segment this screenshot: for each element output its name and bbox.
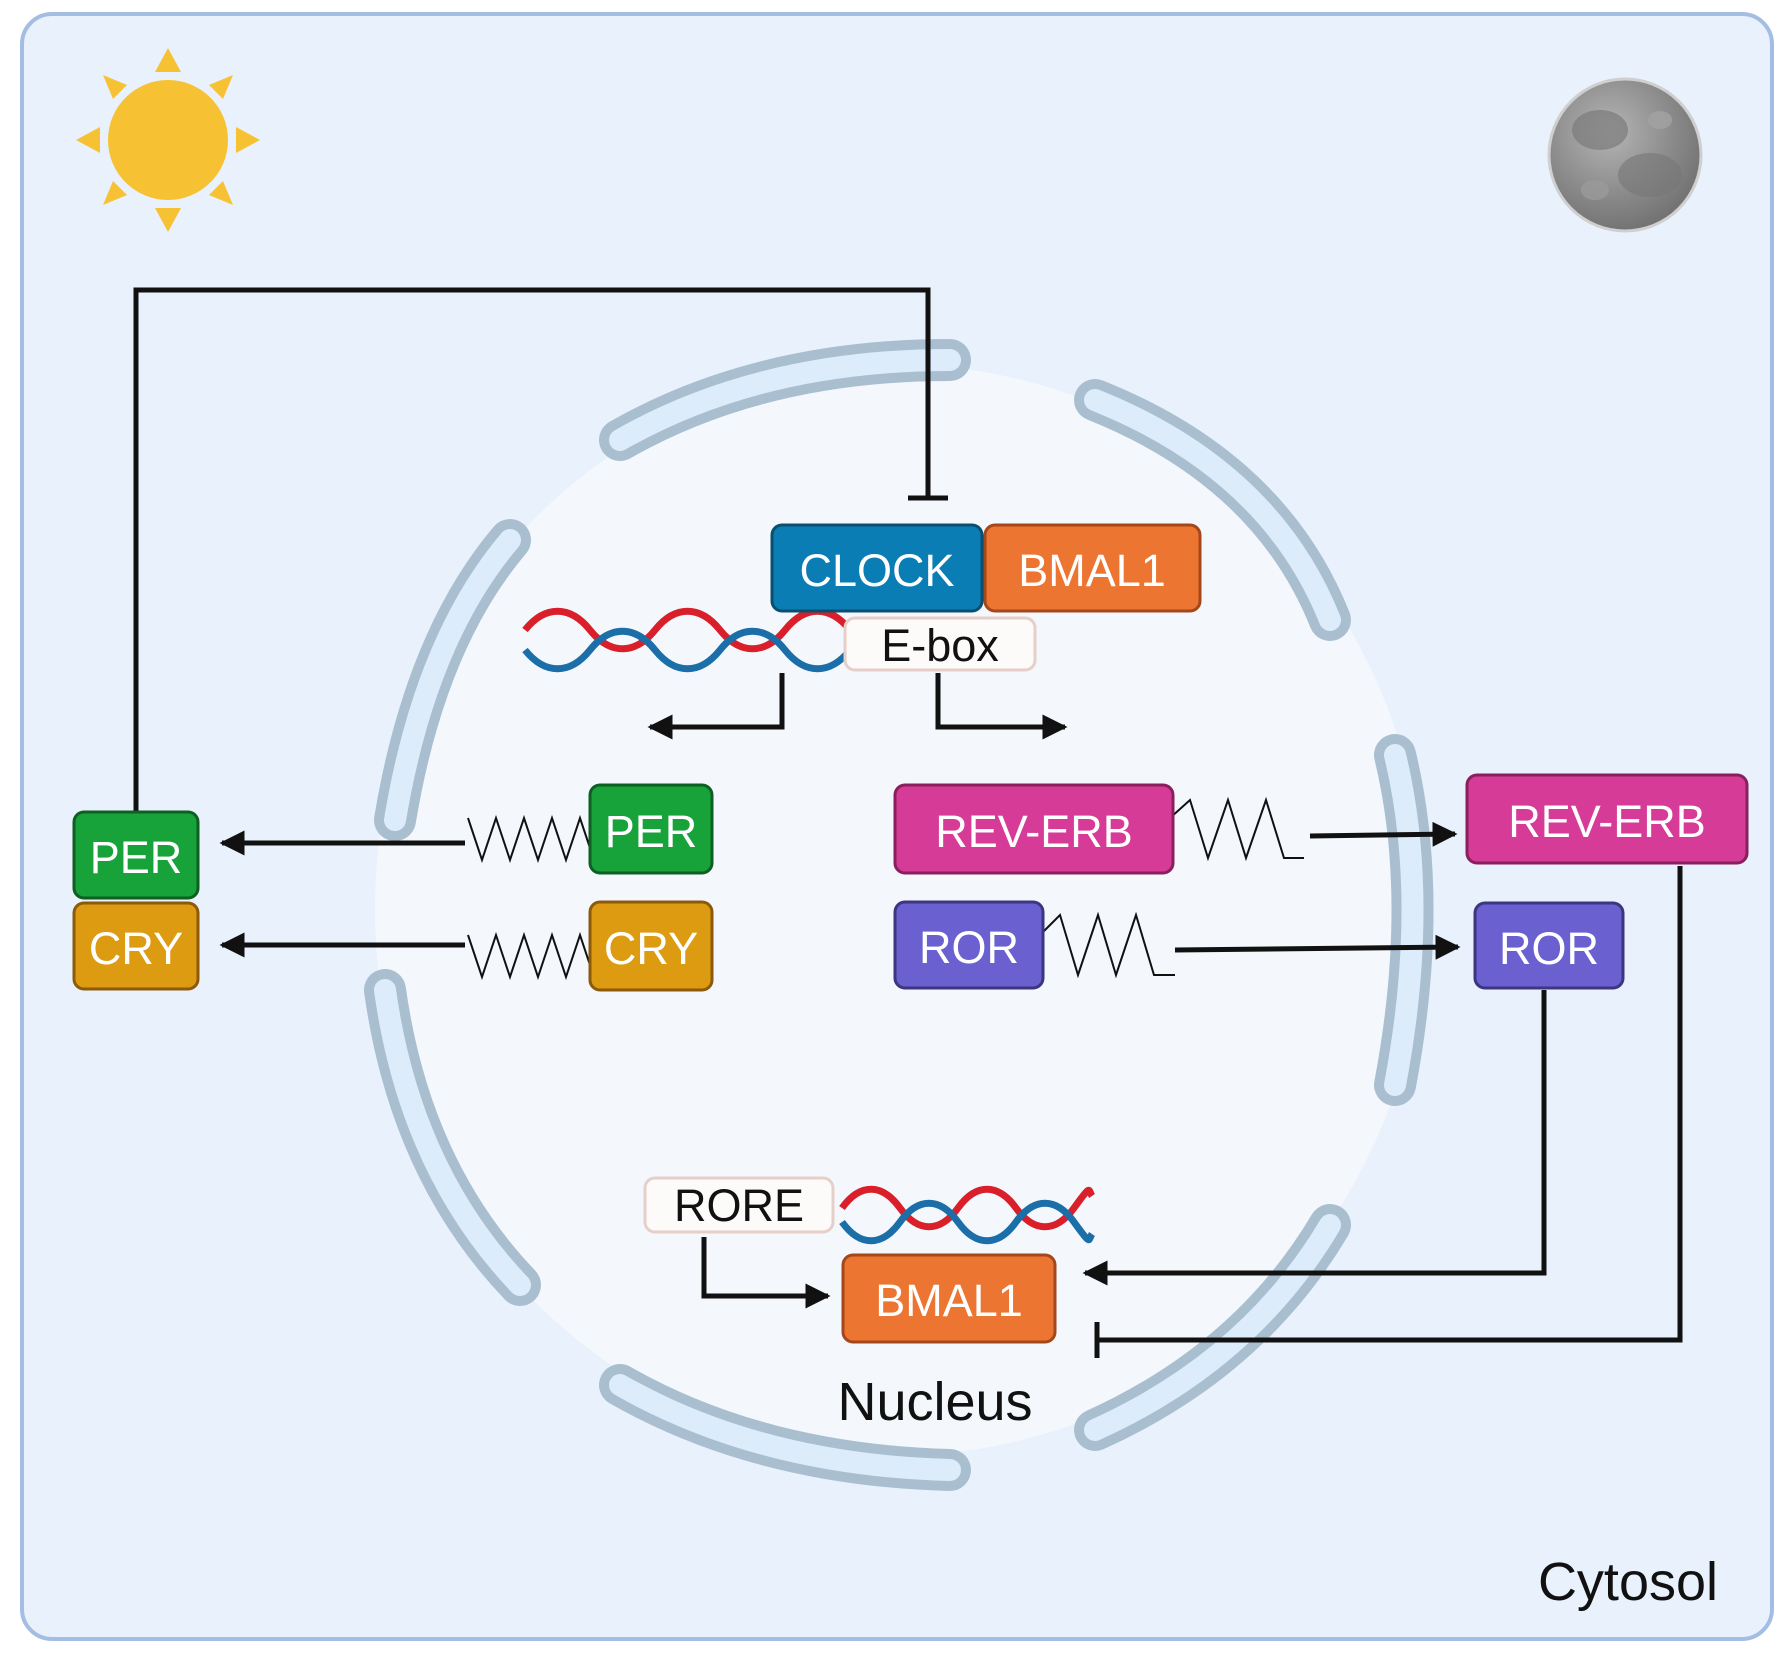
- per-cry-inhibition-line: [133, 287, 948, 812]
- reverb-protein-outer: [1465, 773, 1749, 865]
- per-label-outer: PER: [90, 832, 183, 883]
- per-protein-outer: [72, 810, 200, 900]
- ebox-label: E-box: [881, 620, 999, 671]
- ror-protein-inner: [893, 900, 1045, 990]
- moon-icon: [1547, 77, 1703, 233]
- nuclear-membrane: [364, 339, 1434, 1491]
- bmal1-protein-top: [983, 523, 1202, 613]
- per-protein-inner: [588, 783, 714, 875]
- reverb-label-outer: REV-ERB: [1508, 796, 1706, 847]
- reverb-inhibition-line: [1094, 866, 1683, 1358]
- bmal1-label-bottom: BMAL1: [875, 1275, 1023, 1326]
- cry-protein-inner: [588, 900, 714, 992]
- ror-activation-line: [1082, 990, 1547, 1286]
- rore-element: [643, 1176, 835, 1234]
- clock-protein: [770, 523, 984, 613]
- dna-double-helix-icon-bottom: [839, 1185, 1096, 1245]
- sun-icon: [76, 48, 260, 232]
- ror-protein-outer: [1473, 901, 1625, 990]
- reverb-label-inner: REV-ERB: [935, 806, 1133, 857]
- per-cry-export-arrows: [219, 830, 465, 958]
- nucleus-label: Nucleus: [837, 1372, 1032, 1432]
- cry-label-outer: CRY: [89, 923, 183, 974]
- reverb-ror-export-arrows: [1174, 821, 1461, 960]
- clock-label: CLOCK: [799, 545, 954, 596]
- dna-double-helix-icon: [522, 607, 853, 673]
- per-label-inner: PER: [605, 806, 698, 857]
- rore-transcription-arrow: [701, 1237, 831, 1309]
- mrna-wave-icon: [467, 796, 1304, 981]
- cry-protein-outer: [72, 901, 200, 991]
- ebox-element: [843, 616, 1037, 672]
- bmal1-protein-bottom: [841, 1253, 1057, 1344]
- cry-label-inner: CRY: [604, 923, 698, 974]
- ror-label-outer: ROR: [1499, 923, 1599, 974]
- cytosol-label: Cytosol: [1538, 1552, 1718, 1612]
- rore-label: RORE: [674, 1180, 804, 1231]
- reverb-protein-inner: [893, 783, 1175, 875]
- transcription-arrows: [647, 673, 1068, 740]
- ror-label-inner: ROR: [919, 922, 1019, 973]
- bmal1-label-top: BMAL1: [1018, 545, 1166, 596]
